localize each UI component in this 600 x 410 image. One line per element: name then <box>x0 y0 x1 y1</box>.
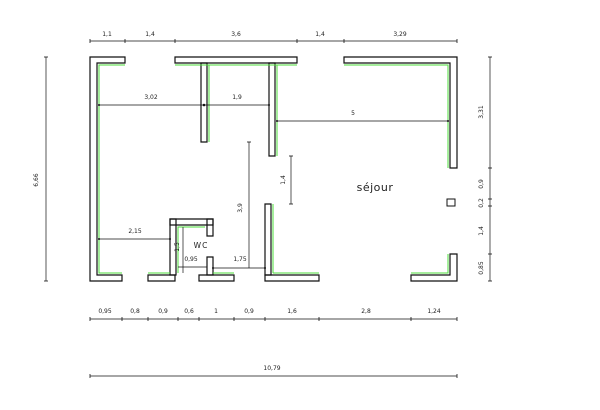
partition-right <box>268 62 276 157</box>
interior-walls <box>169 62 456 276</box>
dim-right-4: 1,4 <box>478 226 485 236</box>
dim-right-5: 0,85 <box>478 261 485 275</box>
dim-left: 6,66 <box>33 56 48 282</box>
wc-wall-bottom-stub <box>206 256 214 276</box>
dim-top-4: 1,4 <box>315 31 325 38</box>
wall-bottom-b <box>198 274 235 282</box>
dim-bottom-4: 0,6 <box>184 308 194 315</box>
partition-upper <box>200 62 208 143</box>
dim-top-2: 1,4 <box>145 31 155 38</box>
dim-right: 3,31 0,9 0,2 1,4 0,85 <box>478 56 492 282</box>
dim-bottom-8: 2,8 <box>361 308 371 315</box>
dim-top-3: 3,6 <box>231 31 241 38</box>
dim-room-width-a: 3,02 <box>144 94 158 101</box>
wall-bottom-c <box>264 274 320 282</box>
dim-bottom-6: 0,9 <box>244 308 254 315</box>
dim-total: 10,79 <box>89 365 458 378</box>
dim-bottom-1: 0,95 <box>98 308 112 315</box>
dim-sejour-width: 5 <box>351 110 355 117</box>
dim-bottom-2: 0,8 <box>130 308 140 315</box>
window-marker <box>446 198 456 207</box>
inner-wall-lines <box>98 64 449 274</box>
dim-bottom-9: 1,24 <box>427 308 441 315</box>
wall-top-right <box>343 56 458 169</box>
wc-wall-right <box>206 218 214 237</box>
dim-top-5: 3,29 <box>393 31 407 38</box>
dim-bottom-3: 0,9 <box>158 308 168 315</box>
dim-top: 1,1 1,4 3,6 1,4 3,29 <box>89 31 458 43</box>
room-label-wc: WC <box>194 241 209 250</box>
dim-wall-height-a: 1,4 <box>280 175 287 185</box>
dim-wall-height-b: 3,9 <box>237 203 244 213</box>
wall-right-lower <box>410 253 458 282</box>
dim-right-3: 0,2 <box>478 198 485 208</box>
dim-right-1: 3,31 <box>478 105 485 119</box>
dim-interior: 3,02 1,9 5 1,4 3,9 2,15 1,5 0,95 1,75 <box>98 94 449 273</box>
dim-top-1: 1,1 <box>102 31 112 38</box>
partition-lower <box>264 203 272 276</box>
wall-top-middle <box>174 56 298 64</box>
dim-right-2: 0,9 <box>478 179 485 189</box>
dim-room-width-b: 1,9 <box>232 94 242 101</box>
dim-bottom: 0,95 0,8 0,9 0,6 1 0,9 1,6 2,8 1,24 <box>89 308 458 321</box>
wall-top-left <box>89 56 126 282</box>
dim-wc-width: 0,95 <box>184 256 198 263</box>
dim-corridor-width: 1,75 <box>233 256 247 263</box>
wall-bottom-a <box>147 274 176 282</box>
room-label-sejour: séjour <box>357 181 394 194</box>
dim-bottom-7: 1,6 <box>287 308 297 315</box>
dim-total-width: 10,79 <box>263 365 280 372</box>
dim-wc-height: 1,5 <box>174 242 181 252</box>
dim-left-height: 6,66 <box>33 173 40 187</box>
exterior-walls <box>89 56 458 282</box>
dim-hall-width: 2,15 <box>128 228 142 235</box>
dim-bottom-5: 1 <box>214 308 218 315</box>
